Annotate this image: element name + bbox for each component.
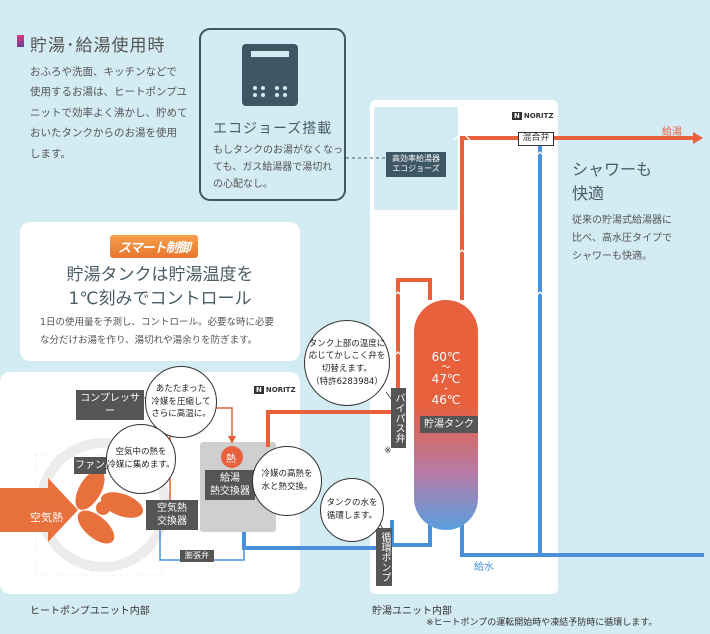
bypass-note-marker: ※ xyxy=(384,446,392,456)
eco-title: エコジョーズ搭載 xyxy=(213,121,333,137)
storage-unit-caption: 貯湯ユニット内部 xyxy=(372,606,452,617)
smart-title: 貯湯タンクは貯湯温度を 1℃刻みでコントロール xyxy=(30,264,290,312)
intro-line: します。 xyxy=(30,147,71,160)
footnote: ※ヒートポンプの運転開始時や凍結予防時に循環します。 xyxy=(426,618,658,628)
tank-temp-tilde: 〜 xyxy=(441,363,451,374)
bubble-line: 応じてかしこく弁を xyxy=(308,351,386,362)
intro-text: おふろや洗面、キッチンなどで 使用するお湯は、ヒートポンプユ ニットで効率よく沸… xyxy=(30,62,188,164)
storage-tank xyxy=(414,300,478,530)
eco-desc-line: もしタンクのお湯がなくなっ xyxy=(213,145,343,156)
compressor-bubble: あたたまった 冷媒を圧縮して さらに高温に。 xyxy=(145,366,217,438)
air-heat-arrow xyxy=(0,478,78,542)
water-hx-bubble: 冷媒の高熱を 水と熱交換。 xyxy=(252,446,322,516)
cold-supply-pipe xyxy=(538,145,704,557)
cold-tank-inlet-pipe xyxy=(460,520,540,557)
fan-bubble: 空気中の熱を 冷媒に集めます。 xyxy=(106,424,176,494)
bubble-line: 切替えます。 xyxy=(321,364,373,374)
intro-line: ニットで効率よく沸かし、貯めて xyxy=(30,106,188,119)
bubble-line: タンク上部の温度に xyxy=(308,338,386,349)
storage-brand-text: NORITZ xyxy=(523,112,554,120)
air-heat-label: 空気熱 xyxy=(30,511,63,524)
tank-temp-mid: 47℃ xyxy=(431,372,461,387)
shower-title: シャワーも 快適 xyxy=(572,158,652,206)
eco-desc-line: の心配なし。 xyxy=(213,179,273,190)
hot-pipe-tank-inlet xyxy=(398,278,432,300)
eco-unit-label-line: 高効率給湯器 xyxy=(392,154,440,163)
bubble-line: 循環します。 xyxy=(326,511,378,521)
hot-pipe-to-tank xyxy=(266,300,400,447)
bubble-line: 冷媒を圧縮して xyxy=(151,396,211,407)
shower-title-line: 快適 xyxy=(572,184,605,203)
bubble-line: さらに高温に。 xyxy=(151,409,211,420)
shower-desc-line: シャワーも快適。 xyxy=(572,251,652,262)
bubble-line: あたたまった xyxy=(155,383,207,394)
hot-water-outlet-pipe xyxy=(460,136,693,300)
tank-temp-top: 60℃ xyxy=(431,350,461,364)
title-marker xyxy=(17,35,24,47)
shower-desc-line: 従来の貯湯式給湯器に xyxy=(572,215,672,226)
hot-outlet-arrow xyxy=(693,132,703,144)
flow-arrow xyxy=(453,131,471,141)
smart-title-line: 1℃刻みでコントロール xyxy=(68,288,252,309)
gas-water-heater-icon xyxy=(242,44,298,106)
intro-line: おいたタンクからのお湯を使用 xyxy=(30,127,177,140)
flow-arrow xyxy=(531,151,549,161)
flow-arrow xyxy=(389,291,407,301)
water-hx-line: 給湯 xyxy=(220,473,240,484)
smart-control-badge: スマート制御 xyxy=(110,235,198,258)
intro-line: おふろや洗面、キッチンなどで xyxy=(30,66,177,78)
bubble-line: 冷媒に集めます。 xyxy=(107,460,175,470)
flow-arrow xyxy=(531,291,549,301)
hot-water-out-label: 給湯 xyxy=(662,127,682,138)
shower-desc-line: 比べ、高水圧タイプで xyxy=(572,233,672,244)
air-hx-line: 空気熱 xyxy=(157,503,187,514)
bubble-line: 冷媒の高熱を xyxy=(261,469,313,480)
compressor-label: コンプレッサー xyxy=(76,390,144,420)
bubble-line: 空気中の熱を xyxy=(115,447,167,458)
cold-water-in-label: 給水 xyxy=(474,562,494,573)
smart-desc-line: 1日の使用量を予測し、コントロール。必要な時に必要 xyxy=(40,317,275,328)
bubble-line: タンクの水を xyxy=(326,498,378,509)
heat-pump-unit-caption: ヒートポンプユニット内部 xyxy=(30,606,150,617)
shower-title-line: シャワーも xyxy=(572,160,653,179)
eco-desc-line: ても、ガス給湯器で湯切れ xyxy=(213,162,333,173)
air-heat-exchanger: 空気熱 交換器 xyxy=(146,500,198,530)
air-hx-line: 交換器 xyxy=(157,516,187,527)
circulation-pump: 循環ポンプ xyxy=(376,528,392,586)
bypass-valve: バイパス弁 xyxy=(391,388,406,448)
eco-unit-label: 高効率給湯器 エコジョーズ xyxy=(386,152,446,177)
flow-arrow xyxy=(453,249,471,259)
mixing-valve: 混合弁 xyxy=(518,132,554,146)
expansion-valve: 膨張弁 xyxy=(180,550,214,563)
eco-desc: もしタンクのお湯がなくなっ ても、ガス給湯器で湯切れ の心配なし。 xyxy=(213,142,343,193)
bubble-line: （特許6283984） xyxy=(311,376,383,387)
smart-title-line: 貯湯タンクは貯湯温度を xyxy=(66,265,254,285)
heat-pump-brand-text: NORITZ xyxy=(265,386,296,394)
water-hx-line: 熱交換器 xyxy=(210,486,250,497)
section-title: 貯湯･給湯使用時 xyxy=(30,36,166,56)
heat-label: 熱 xyxy=(226,454,236,465)
arrow-head xyxy=(228,436,236,444)
flow-arrow xyxy=(389,351,407,361)
valve-bubble: タンク上部の温度に 応じてかしこく弁を 切替えます。 （特許6283984） xyxy=(304,320,390,406)
tank-temp-bottom: 46℃ xyxy=(431,393,461,408)
return-pipe-to-hp xyxy=(242,532,380,550)
shower-desc: 従来の貯湯式給湯器に 比べ、高水圧タイプで シャワーも快適。 xyxy=(572,212,672,266)
smart-desc-line: な分だけお湯を作り、湯切れや湯余りを防ぎます。 xyxy=(40,335,258,347)
intro-line: 使用するお湯は、ヒートポンプユ xyxy=(30,86,188,99)
eco-unit-label-line: エコジョーズ xyxy=(392,164,440,174)
fan-blades-icon xyxy=(75,470,144,544)
tank-label: 貯湯タンク xyxy=(420,416,478,433)
fan-label: ファン xyxy=(74,457,106,474)
smart-desc: 1日の使用量を予測し、コントロール。必要な時に必要 な分だけお湯を作り、湯切れや… xyxy=(40,314,290,350)
tank-temp-dot: ・ xyxy=(441,384,451,395)
heat-marker xyxy=(221,446,243,468)
bubble-line: 水と熱交換。 xyxy=(261,482,313,492)
tank-temperature-range: 60℃ 〜 47℃ ・ 46℃ xyxy=(425,350,467,408)
return-pipe-tank xyxy=(390,520,432,547)
pump-bubble: タンクの水を 循環します。 xyxy=(320,478,384,542)
water-heat-exchanger: 給湯 熱交換器 xyxy=(205,470,255,500)
